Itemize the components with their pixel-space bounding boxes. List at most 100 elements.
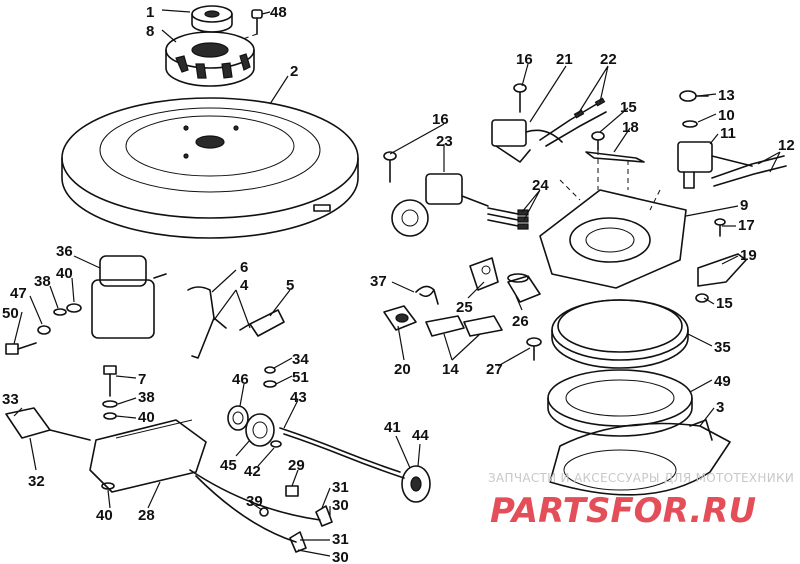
part-42-clip [270,440,282,448]
callout-17: 17 [738,217,755,234]
part-24-connectors [487,207,529,230]
part-44-connector [401,465,431,503]
callout-4: 4 [240,277,249,294]
callout-32: 32 [28,473,45,490]
watermark-logo: PARTSFOR.RU [490,491,756,531]
part-37-spring-clip [415,285,439,305]
callout-38a: 38 [34,273,51,290]
part-35-ring [551,299,689,369]
callout-numbers: 1 48 8 2 16 21 22 13 10 15 18 11 12 16 2… [2,4,795,564]
callout-15a: 15 [620,99,637,116]
callout-22: 22 [600,51,617,68]
callout-20: 20 [394,361,411,378]
callout-18: 18 [622,119,639,136]
callout-29: 29 [288,457,305,474]
callout-35: 35 [714,339,731,356]
callout-1: 1 [146,4,154,21]
part-33-plug-connector [5,407,91,441]
part-18-clamp [585,151,645,163]
part-23-charge-coil [391,173,489,237]
callout-13: 13 [718,87,735,104]
callout-9: 9 [740,197,748,214]
part-5-spark-plug-boot [239,309,285,337]
callout-40b: 40 [138,409,155,426]
callout-21: 21 [556,51,573,68]
part-15-screw-lower [695,293,709,303]
callout-36: 36 [56,243,73,260]
callout-3: 3 [716,399,724,416]
part-38-washer-a [53,308,67,316]
part-51-lockwasher [263,380,277,388]
part-19-bracket [697,253,747,287]
part-47-lockwasher [37,325,51,335]
part-29-terminal [285,485,299,497]
callout-6: 6 [240,259,248,276]
callout-42: 42 [244,463,261,480]
part-22-wire-terminals [539,97,607,147]
callout-43: 43 [290,389,307,406]
callout-30b: 30 [332,549,349,564]
callout-46: 46 [232,371,249,388]
part-31-boot-b [289,531,307,553]
callout-7: 7 [138,371,146,388]
callout-49: 49 [714,373,731,390]
part-21-timer-base-coil [491,119,563,163]
callout-41: 41 [384,419,401,436]
part-36-ignition-coil [91,255,167,339]
callout-5: 5 [286,277,294,294]
callout-50: 50 [2,305,19,322]
part-46-seal [227,405,249,431]
callout-39: 39 [246,493,263,510]
part-3-armature-plate [549,419,731,496]
part-11-sensor-coil [677,141,753,189]
part-26-sleeve [507,273,541,303]
part-43-wire-harness [279,427,405,479]
callout-2: 2 [290,63,298,80]
part-34-screw [264,366,276,374]
callout-16a: 16 [516,51,533,68]
callout-19: 19 [740,247,757,264]
part-12-wire-terminals [711,155,787,187]
part-50-bolt [5,342,37,355]
callout-23: 23 [436,133,453,150]
callout-27: 27 [486,361,503,378]
part-2-flywheel [61,97,359,239]
part-6-spark-plug-boot [187,286,227,359]
part-10-washer [682,120,698,128]
callout-34: 34 [292,351,309,368]
watermark-top-text: ЗАПЧАСТИ И АКСЕССУАРЫ ДЛЯ МОТОТЕХНИКИ [488,471,794,485]
part-8-rotor-collar [165,31,258,87]
part-20-connector [383,305,417,331]
callout-40c: 40 [96,507,113,524]
callout-8: 8 [146,23,154,40]
callout-47: 47 [10,285,27,302]
part-7-screw [103,365,117,397]
part-14-sleeves [425,315,503,337]
watermark: ЗАПЧАСТИ И АКСЕССУАРЫ ДЛЯ МОТОТЕХНИКИ PA… [488,471,794,531]
part-31-boot-a [315,505,333,527]
callout-15b: 15 [716,295,733,312]
callout-31a: 31 [332,479,349,496]
part-25-connector [469,257,499,291]
callout-45: 45 [220,457,237,474]
callout-40a: 40 [56,265,73,282]
part-13-screw [679,90,709,102]
part-45-grommet [245,413,275,447]
callout-14: 14 [442,361,459,378]
callout-16b: 16 [432,111,449,128]
callout-24: 24 [532,177,549,194]
callout-33: 33 [2,391,19,408]
callout-12: 12 [778,137,795,154]
part-15-screw-upper [591,131,605,151]
callout-48: 48 [270,4,287,21]
part-40-washer-b [103,412,117,420]
callout-38b: 38 [138,389,155,406]
callout-11: 11 [720,125,736,142]
part-40-washer-a [66,303,82,313]
part-16-screw-upper [513,83,527,113]
part-1-flywheel-nut [191,5,233,33]
part-9-stator-plate [539,150,687,289]
part-40-washer-c [101,482,115,490]
callout-10: 10 [718,107,735,124]
